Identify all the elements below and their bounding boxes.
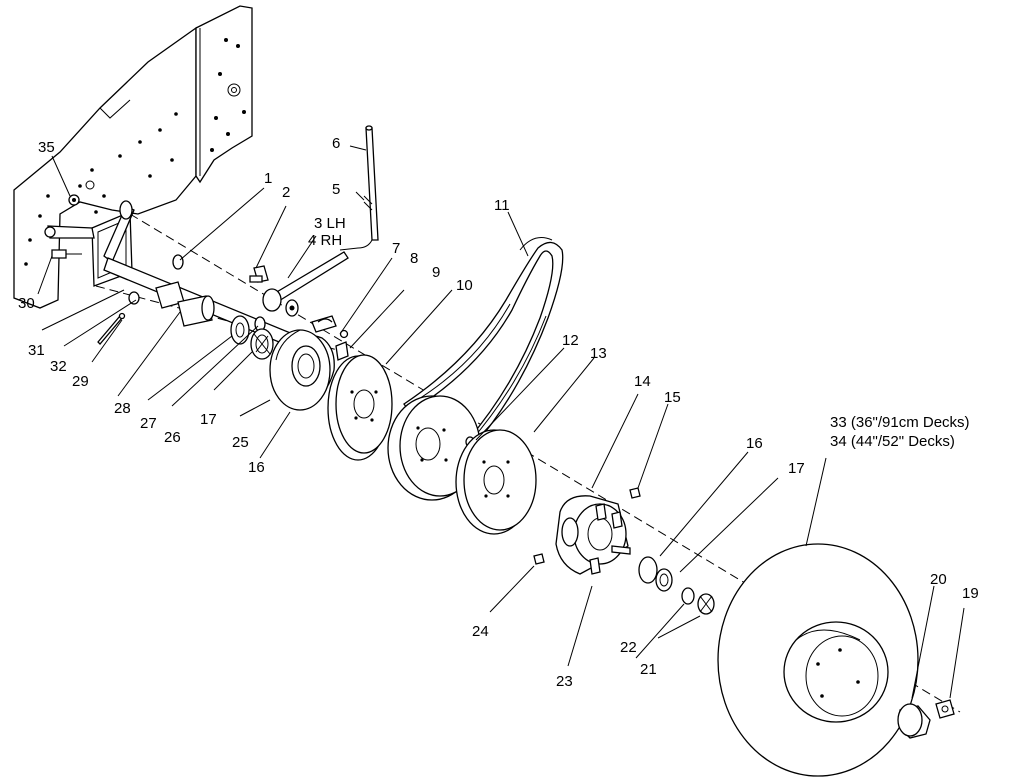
callout-10: 10: [456, 277, 473, 294]
callout-14: 14: [634, 373, 651, 390]
spindle-hub: [533, 487, 641, 575]
callout-21: 21: [640, 661, 657, 678]
callout-33: 33 (36"/91cm Decks): [830, 414, 970, 431]
wheel-cap: [897, 699, 955, 739]
callout-13: 13: [590, 345, 607, 362]
callout-25: 25: [232, 434, 249, 451]
wheel-tire: [717, 543, 919, 777]
callout-7: 7: [392, 240, 400, 257]
callout-2: 2: [282, 184, 290, 201]
callout-5: 5: [332, 181, 340, 198]
bearing-right: [638, 556, 715, 615]
callout-1: 1: [264, 170, 272, 187]
callout-12: 12: [562, 332, 579, 349]
callout-11: 11: [494, 197, 510, 214]
spacer: [230, 315, 250, 345]
deck-frame: [13, 5, 253, 309]
callout-3: 3 LH: [314, 215, 346, 232]
callout-20: 20: [930, 571, 947, 588]
leader-lines: [37, 145, 965, 699]
control-lever: [339, 125, 379, 251]
callout-34: 34 (44"/52" Decks): [830, 433, 955, 450]
callout-28: 28: [114, 400, 131, 417]
callout-23: 23: [556, 673, 573, 690]
idler-arm: [249, 251, 349, 361]
callout-26: 26: [164, 429, 181, 446]
bearing-left: [250, 328, 274, 360]
pulley-10: [327, 354, 393, 461]
callout-16-right: 16: [746, 435, 763, 452]
callout-35: 35: [38, 139, 55, 156]
callout-16-left: 16: [248, 459, 265, 476]
callout-8: 8: [410, 250, 418, 267]
callout-4: 4 RH: [308, 232, 342, 249]
callout-31: 31: [28, 342, 45, 359]
callout-labels: 1 2 3 LH 4 RH 5 6 7 8 9 10 11 12 13 14 1…: [18, 135, 979, 690]
callout-19: 19: [962, 585, 979, 602]
callout-17-left: 17: [200, 411, 217, 428]
small-hardware: [97, 254, 269, 345]
callout-27: 27: [140, 415, 157, 432]
callout-32: 32: [50, 358, 67, 375]
idler-assembly: [269, 329, 335, 411]
callout-30: 30: [18, 295, 35, 312]
frame-holes: [24, 38, 246, 266]
callout-17-right: 17: [788, 460, 805, 477]
callout-22: 22: [620, 639, 637, 656]
pulley-13: [455, 429, 537, 535]
callout-15: 15: [664, 389, 681, 406]
callout-24: 24: [472, 623, 489, 640]
callout-29: 29: [72, 373, 89, 390]
callout-9: 9: [432, 264, 440, 281]
callout-6: 6: [332, 135, 340, 152]
